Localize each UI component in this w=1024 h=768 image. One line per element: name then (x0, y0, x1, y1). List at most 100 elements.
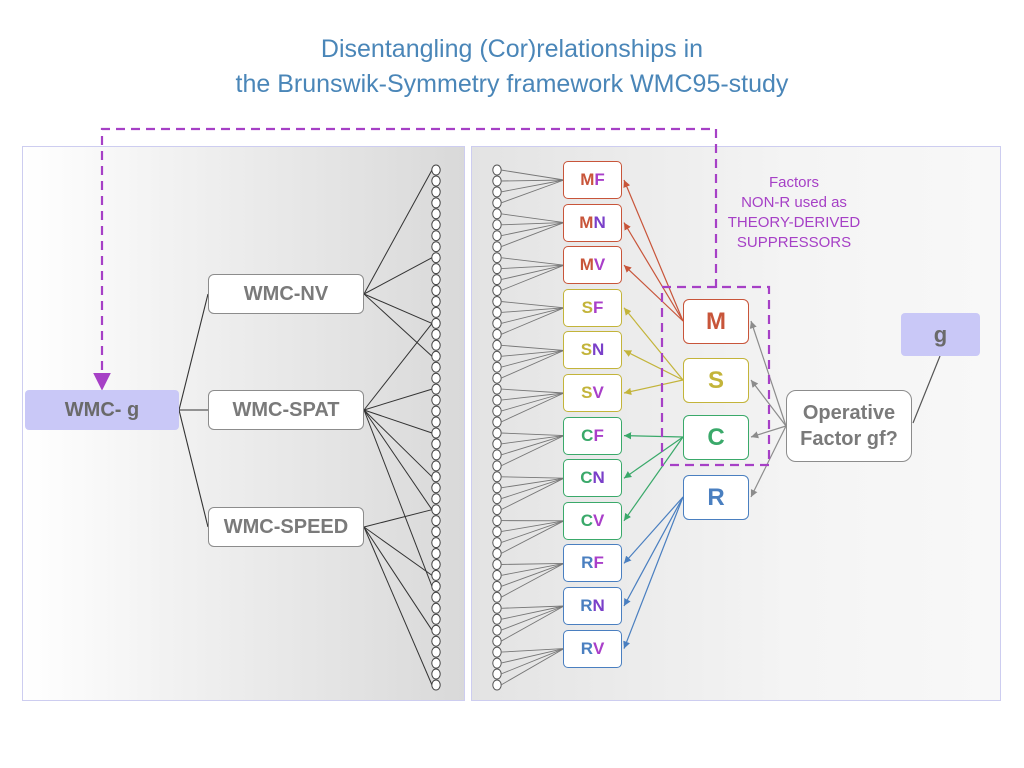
right-fan-line (500, 392, 565, 412)
right-fan-line (500, 222, 565, 226)
indicator-letter-modality: V (592, 510, 605, 530)
left-indicator-circle (431, 339, 441, 351)
g-node: g (901, 313, 980, 356)
factor-loading-arrow (623, 436, 684, 522)
g-link-line (912, 355, 941, 424)
left-tree-line (363, 323, 433, 411)
right-fan-line (500, 307, 565, 335)
right-indicator-circle (492, 580, 502, 592)
indicator-letter-modality: F (593, 425, 604, 445)
left-indicator-circle (431, 328, 441, 340)
left-indicator-circle (431, 306, 441, 318)
left-indicator-circle (431, 427, 441, 439)
suppressor-link-arrow (93, 127, 718, 391)
factor-loading-arrow (623, 349, 684, 381)
right-fan-line (500, 648, 565, 664)
left-indicator-circle (431, 296, 441, 307)
left-tree-line (363, 293, 433, 357)
right-indicator-circle (492, 668, 502, 680)
right-fan-line (500, 562, 565, 587)
left-indicator-circle (431, 591, 441, 603)
right-indicator-circle (492, 175, 502, 187)
left-indicator-circle (431, 471, 441, 483)
left-indicator-circle (431, 164, 441, 176)
left-tree-line (363, 409, 433, 478)
factor-loading-arrow (623, 222, 684, 322)
right-indicator-circle (492, 504, 502, 516)
right-fan-line (500, 477, 565, 511)
right-fan-line (500, 388, 565, 394)
left-indicator-circle (431, 274, 441, 286)
indicator-letter-family: S (581, 383, 593, 402)
left-indicator-circle (431, 383, 441, 395)
left-indicator-circle (431, 208, 441, 220)
left-indicator-circle (431, 285, 441, 296)
left-indicator-circle (431, 613, 441, 625)
factor-loading-arrow (623, 496, 684, 564)
indicator-letter-modality: V (592, 383, 604, 402)
right-indicator-circle (492, 416, 502, 428)
right-fan-line (500, 648, 565, 686)
right-fan-line (500, 213, 565, 224)
right-fan-line (500, 179, 565, 193)
left-indicator-circle (431, 219, 441, 231)
left-indicator-circle (431, 559, 441, 570)
factor-loading-arrow (623, 496, 684, 607)
left-indicator-circle (431, 175, 441, 187)
right-fan-line (500, 307, 565, 324)
right-indicator-circle (492, 646, 502, 658)
indicator-letter-family: C (581, 425, 594, 445)
title-line-1: Disentangling (Cor)relationships in (320, 35, 704, 63)
left-indicator-circle (431, 186, 441, 198)
left-indicator-circle (431, 317, 441, 329)
left-indicator-circle (431, 526, 441, 538)
operative-line-2: Factor gf? (800, 428, 898, 450)
right-fan-line (500, 563, 565, 598)
right-fan-line (500, 435, 565, 467)
factor-s-box: S (683, 358, 749, 403)
right-indicator-circle (492, 230, 502, 242)
left-indicator-circle (431, 263, 441, 275)
left-tree-line (363, 293, 433, 324)
right-fan-line (500, 605, 565, 631)
indicator-letter-family: R (580, 596, 593, 615)
left-indicator-circle (431, 241, 441, 253)
left-tree-line (178, 409, 209, 528)
indicator-letter-modality: N (592, 596, 605, 615)
left-indicator-circle (431, 569, 441, 581)
left-indicator-circle (431, 679, 441, 691)
indicator-letter-modality: V (592, 638, 605, 658)
factor-loading-arrow (623, 307, 684, 381)
title-line-2: the Brunswik-Symmetry framework WMC95-st… (235, 70, 789, 98)
note-line-3: THEORY-DERIVED (727, 214, 861, 231)
right-indicator-circle (492, 164, 502, 176)
right-indicator-circle (492, 241, 502, 253)
suppressor-group-box (660, 285, 771, 467)
right-fan-line (500, 392, 565, 423)
right-fan-line (500, 562, 565, 565)
left-tree-line (363, 526, 433, 631)
right-fan-line (500, 605, 565, 642)
right-fan-line (500, 562, 565, 576)
factor-loading-arrow (623, 179, 684, 322)
left-indicator-circle (431, 405, 441, 417)
right-indicator-circle (492, 657, 502, 669)
right-indicator-circle (492, 306, 502, 318)
right-indicator-circle (492, 274, 502, 286)
left-indicator-circle (431, 624, 441, 636)
note-line-4: SUPPRESSORS (736, 234, 852, 251)
right-indicator-circle (492, 559, 502, 570)
right-fan-lines (500, 169, 565, 686)
right-indicator-circle (492, 569, 502, 581)
indicator-letter-family: S (580, 340, 593, 360)
factor-loading-arrow (623, 432, 684, 440)
left-indicator-circle (431, 197, 441, 209)
right-indicator-circle (492, 350, 502, 362)
left-indicator-circle (431, 602, 441, 614)
indicator-letter-family: M (580, 170, 595, 189)
left-indicator-circle (431, 394, 441, 406)
right-fan-line (500, 264, 565, 281)
